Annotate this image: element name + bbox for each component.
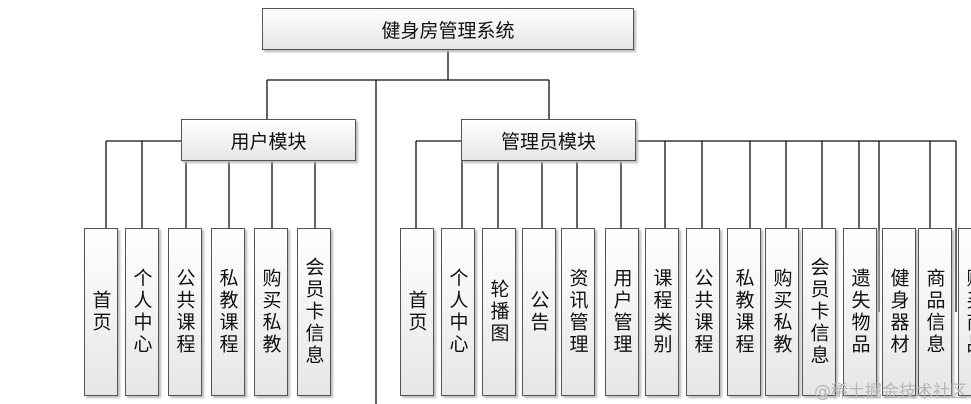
root-node: 健身房管理系统 [262,8,634,50]
admin-leaf-node: 公共课程 [686,228,720,396]
admin-leaf-node: 私教课程 [727,228,761,396]
admin-leaf-node: 课程类别 [645,228,679,396]
admin-leaf-node: 商品信息 [918,228,952,396]
admin-leaf-node: 资讯管理 [561,228,595,396]
user-leaf-node: 公共课程 [168,228,202,396]
admin-leaf-node: 公告 [522,228,556,396]
user-leaf-node: 会员卡信息 [297,228,331,396]
admin-leaf-node: 购买商品 [958,228,971,396]
admin-leaf-node: 会员卡信息 [802,228,836,396]
admin-leaf-node: 个人中心 [441,228,475,396]
admin-leaf-node: 遗失物品 [843,228,877,396]
admin-leaf-node: 用户管理 [605,228,639,396]
watermark: @稀土掘金技术社区 [814,382,967,402]
user-leaf-node: 个人中心 [125,228,159,396]
user-leaf-node: 首页 [84,228,118,396]
admin-module-node: 管理员模块 [461,119,636,161]
user-leaf-node: 购买私教 [254,228,288,396]
admin-leaf-node: 购买私教 [765,228,799,396]
admin-leaf-node: 健身器材 [882,228,916,396]
user-leaf-node: 私教课程 [211,228,245,396]
user-module-node: 用户模块 [181,119,356,161]
admin-leaf-node: 首页 [400,228,434,396]
admin-leaf-node: 轮播图 [482,228,516,396]
